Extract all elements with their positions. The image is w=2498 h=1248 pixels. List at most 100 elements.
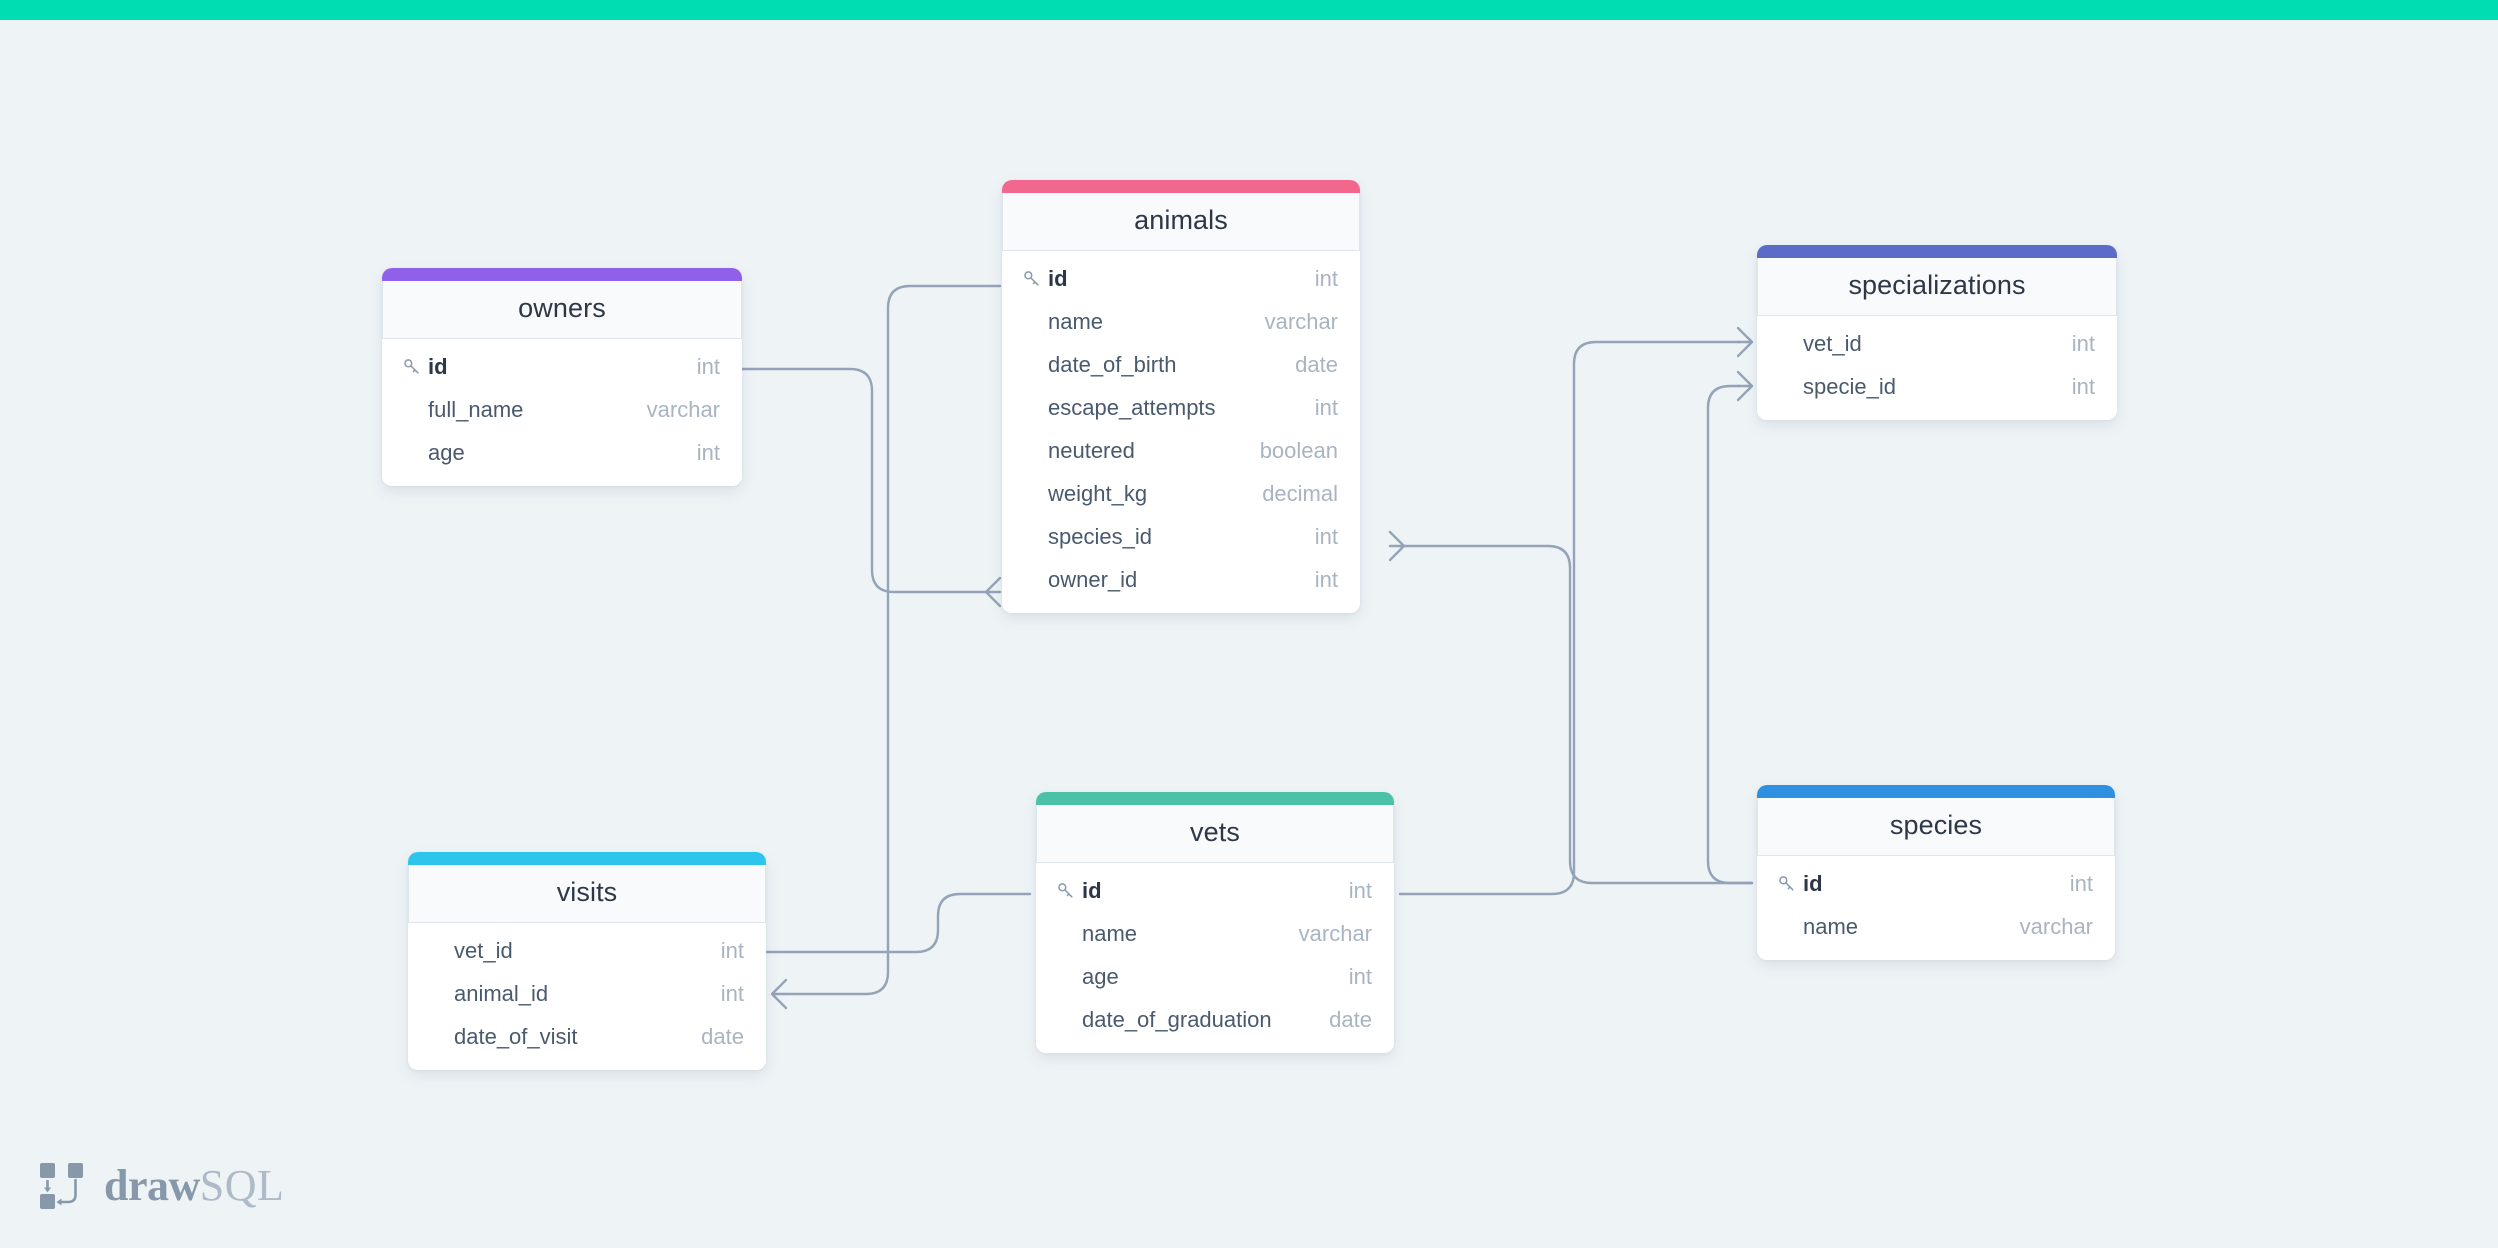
column-row[interactable]: id int xyxy=(1036,869,1394,912)
relationship-animals-species xyxy=(1402,544,1754,885)
column-name: date_of_visit xyxy=(454,1023,578,1049)
column-row[interactable]: age int xyxy=(382,431,742,474)
column-type: int xyxy=(720,980,744,1006)
column-name: id xyxy=(1803,870,1823,896)
column-type: varchar xyxy=(646,396,720,422)
column-row[interactable]: id int xyxy=(1002,257,1360,300)
logo-word-sql: SQL xyxy=(199,1161,285,1210)
column-row[interactable]: neutered boolean xyxy=(1002,429,1360,472)
relationship-vets-specializations xyxy=(1398,340,1742,896)
column-row[interactable]: owner_id int xyxy=(1002,558,1360,601)
drawsql-logo-mark xyxy=(40,1163,83,1209)
column-type: int xyxy=(1314,265,1338,291)
column-type: date xyxy=(701,1023,744,1049)
column-type: int xyxy=(1314,394,1338,420)
column-name: age xyxy=(428,439,465,465)
column-name: name xyxy=(1048,308,1104,334)
column-row[interactable]: name varchar xyxy=(1002,300,1360,343)
table-title-species: species xyxy=(1757,798,2115,856)
table-body-animals: id int name varchar date_of_birth date e… xyxy=(1002,251,1360,613)
column-name: vet_id xyxy=(454,937,513,963)
table-card-owners[interactable]: owners id int full_name varchar age int xyxy=(382,268,742,486)
column-row[interactable]: species_id int xyxy=(1002,515,1360,558)
table-card-animals[interactable]: animals id int name varchar date_of_birt… xyxy=(1002,180,1360,613)
column-type: date xyxy=(1329,1006,1372,1032)
column-row[interactable]: date_of_graduation date xyxy=(1036,998,1394,1041)
column-row[interactable]: animal_id int xyxy=(408,972,766,1015)
relationship-animals-visits xyxy=(784,284,1002,996)
column-name: age xyxy=(1082,963,1119,989)
table-title-visits: visits xyxy=(408,865,766,923)
crowsfoot-visits-animal-id xyxy=(770,978,788,1010)
table-title-animals: animals xyxy=(1002,193,1360,251)
table-title-owners: owners xyxy=(382,281,742,339)
column-type: int xyxy=(696,353,720,379)
column-type: int xyxy=(2071,373,2095,399)
table-card-specializations[interactable]: specializations vet_id int specie_id int xyxy=(1757,245,2117,420)
relationship-species-specializations xyxy=(1706,384,1754,885)
column-name: escape_attempts xyxy=(1048,394,1216,420)
column-type: varchar xyxy=(1298,920,1372,946)
crowsfoot-specializations-specie-id xyxy=(1736,370,1754,402)
column-name: name xyxy=(1082,920,1138,946)
primary-key-icon xyxy=(1022,269,1048,288)
table-accent-owners xyxy=(382,268,742,281)
column-type: varchar xyxy=(1264,308,1338,334)
column-type: int xyxy=(1348,963,1372,989)
primary-key-icon xyxy=(1777,874,1803,893)
column-type: int xyxy=(1348,877,1372,903)
logo-word-draw: draw xyxy=(104,1161,200,1210)
column-name: neutered xyxy=(1048,437,1135,463)
column-row[interactable]: age int xyxy=(1036,955,1394,998)
table-body-specializations: vet_id int specie_id int xyxy=(1757,316,2117,420)
column-row[interactable]: id int xyxy=(1757,862,2115,905)
table-body-visits: vet_id int animal_id int date_of_visit d… xyxy=(408,923,766,1070)
primary-key-icon xyxy=(1056,881,1082,900)
crowsfoot-animals-species-id xyxy=(1388,530,1406,562)
column-name: specie_id xyxy=(1803,373,1896,399)
column-type: int xyxy=(1314,523,1338,549)
column-row[interactable]: name varchar xyxy=(1757,905,2115,948)
column-name: full_name xyxy=(428,396,524,422)
column-row[interactable]: weight_kg decimal xyxy=(1002,472,1360,515)
table-title-specializations: specializations xyxy=(1757,258,2117,316)
column-name: date_of_graduation xyxy=(1082,1006,1272,1032)
column-name: id xyxy=(1082,877,1102,903)
table-accent-vets xyxy=(1036,792,1394,805)
column-name: name xyxy=(1803,913,1859,939)
column-name: owner_id xyxy=(1048,566,1138,592)
relationship-owners-animals xyxy=(740,367,988,594)
column-row[interactable]: full_name varchar xyxy=(382,388,742,431)
primary-key-icon xyxy=(402,357,428,376)
column-name: id xyxy=(1048,265,1068,291)
column-row[interactable]: escape_attempts int xyxy=(1002,386,1360,429)
column-name: vet_id xyxy=(1803,330,1862,356)
relationship-vets-visits xyxy=(740,892,1032,954)
column-type: int xyxy=(696,439,720,465)
column-name: weight_kg xyxy=(1048,480,1148,506)
crowsfoot-specializations-vet-id xyxy=(1736,326,1754,358)
column-row[interactable]: vet_id int xyxy=(1757,322,2117,365)
column-row[interactable]: id int xyxy=(382,345,742,388)
column-row[interactable]: name varchar xyxy=(1036,912,1394,955)
column-row[interactable]: vet_id int xyxy=(408,929,766,972)
table-card-vets[interactable]: vets id int name varchar age int xyxy=(1036,792,1394,1053)
column-type: int xyxy=(1314,566,1338,592)
table-card-species[interactable]: species id int name varchar xyxy=(1757,785,2115,960)
column-row[interactable]: specie_id int xyxy=(1757,365,2117,408)
column-type: varchar xyxy=(2019,913,2093,939)
column-type: date xyxy=(1295,351,1338,377)
column-type: int xyxy=(720,937,744,963)
table-body-species: id int name varchar xyxy=(1757,856,2115,960)
table-card-visits[interactable]: visits vet_id int animal_id int date_of_… xyxy=(408,852,766,1070)
column-row[interactable]: date_of_visit date xyxy=(408,1015,766,1058)
column-name: id xyxy=(428,353,448,379)
top-accent-bar xyxy=(0,0,2498,20)
table-accent-animals xyxy=(1002,180,1360,193)
column-row[interactable]: date_of_birth date xyxy=(1002,343,1360,386)
column-name: animal_id xyxy=(454,980,549,1006)
crowsfoot-animals-owner-id xyxy=(984,576,1002,608)
